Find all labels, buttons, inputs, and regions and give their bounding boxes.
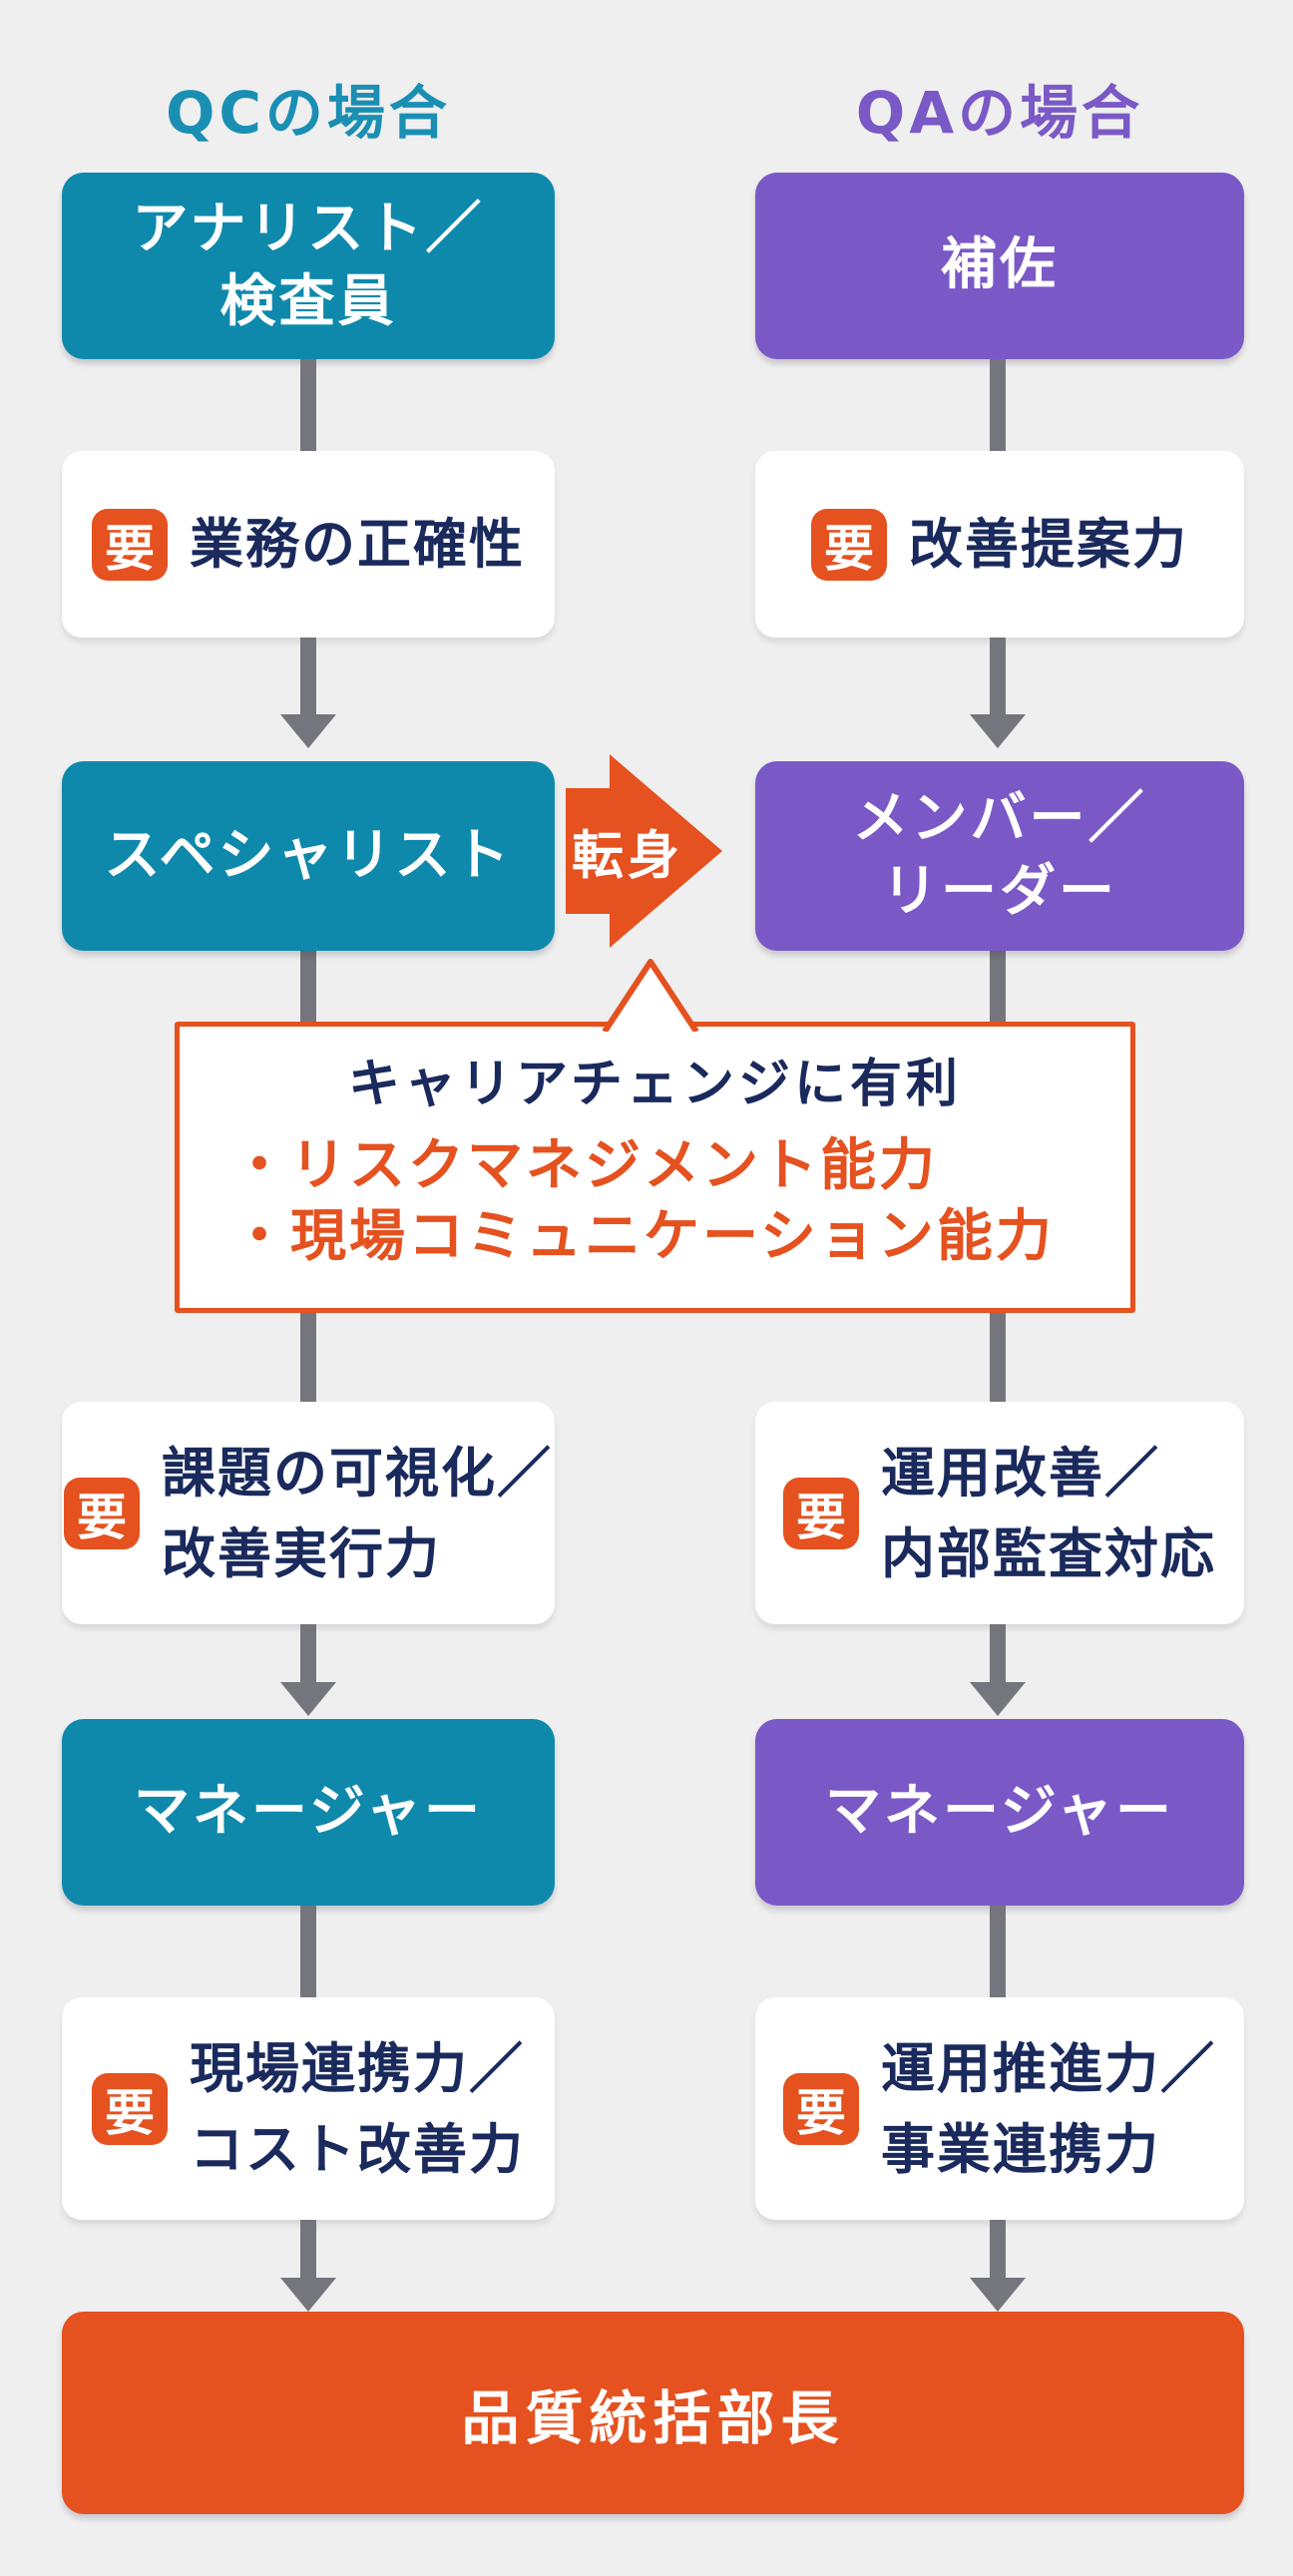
- qc-arrowhead-icon: [280, 2278, 336, 2312]
- qa-skill2-box: 要 運用改善／ 内部監査対応: [755, 1402, 1244, 1624]
- qc-role-manager-box: マネージャー: [62, 1719, 555, 1906]
- qc-role-analyst-inspector-box: アナリスト／ 検査員: [62, 173, 555, 359]
- qc-arrowhead-icon: [280, 1682, 336, 1716]
- qa-skill2-text: 運用改善／ 内部監査対応: [881, 1441, 1216, 1585]
- required-badge: 要: [64, 1477, 140, 1549]
- required-badge: 要: [783, 1477, 859, 1549]
- qc-role-specialist-box: スペシャリスト: [62, 761, 555, 951]
- qa-role-member-leader-box: メンバー／ リーダー: [755, 761, 1244, 951]
- callout-pointer-icon: [602, 959, 699, 1032]
- qc-connector-role3-to-skill3: [300, 1906, 316, 1999]
- qa-skill3-text: 運用推進力／ 事業連携力: [881, 2036, 1216, 2181]
- qa-skill1-text: 改善提案力: [909, 513, 1188, 576]
- qa-connector-skill3-to-final: [990, 2220, 1006, 2282]
- required-badge: 要: [783, 2072, 859, 2145]
- tenshin-arrow-label: 転身: [572, 826, 684, 887]
- required-badge: 要: [92, 508, 168, 581]
- qa-connector-skill1-to-role2: [990, 638, 1006, 719]
- qc-skill1-text: 業務の正確性: [190, 513, 525, 576]
- final-role-box: 品質統括部長: [62, 2312, 1244, 2514]
- qc-connector-skill3-to-final: [300, 2220, 316, 2282]
- qc-skill2-text: 課題の可視化／ 改善実行力: [162, 1441, 553, 1585]
- qa-arrowhead-icon: [970, 714, 1026, 748]
- qc-skill3-text: 現場連携力／ コスト改善力: [190, 2036, 525, 2181]
- qa-arrowhead-icon: [970, 1682, 1026, 1716]
- callout-bullet-risk-management: ・リスクマネジメント能力: [231, 1133, 938, 1198]
- qa-column-header: QAの場合: [855, 79, 1144, 147]
- qa-role-manager-box: マネージャー: [755, 1719, 1244, 1906]
- qc-skill1-box: 要 業務の正確性: [62, 451, 555, 638]
- qc-connector-skill2-to-role3: [300, 1624, 316, 1686]
- qc-skill2-box: 要 課題の可視化／ 改善実行力: [62, 1402, 555, 1624]
- qc-column-header: QCの場合: [166, 79, 451, 147]
- qa-connector-role3-to-skill3: [990, 1906, 1006, 1999]
- callout-bullet-communication: ・現場コミュニケーション能力: [231, 1204, 1055, 1269]
- qc-connector-skill1-to-role2: [300, 638, 316, 719]
- qc-skill3-box: 要 現場連携力／ コスト改善力: [62, 1997, 555, 2220]
- career-change-callout: キャリアチェンジに有利 ・リスクマネジメント能力 ・現場コミュニケーション能力: [175, 1022, 1135, 1313]
- callout-title: キャリアチェンジに有利: [348, 1055, 962, 1114]
- tenshin-arrow: 転身: [566, 754, 722, 948]
- qa-skill1-box: 要 改善提案力: [755, 451, 1244, 638]
- required-badge: 要: [811, 508, 887, 581]
- qa-arrowhead-icon: [970, 2278, 1026, 2312]
- qa-connector-role1-to-skill1: [990, 359, 1006, 453]
- qc-arrowhead-icon: [280, 714, 336, 748]
- required-badge: 要: [92, 2072, 168, 2145]
- qa-role-assistant-box: 補佐: [755, 173, 1244, 359]
- qa-skill3-box: 要 運用推進力／ 事業連携力: [755, 1997, 1244, 2220]
- qa-connector-skill2-to-role3: [990, 1624, 1006, 1686]
- qc-connector-role1-to-skill1: [300, 359, 316, 453]
